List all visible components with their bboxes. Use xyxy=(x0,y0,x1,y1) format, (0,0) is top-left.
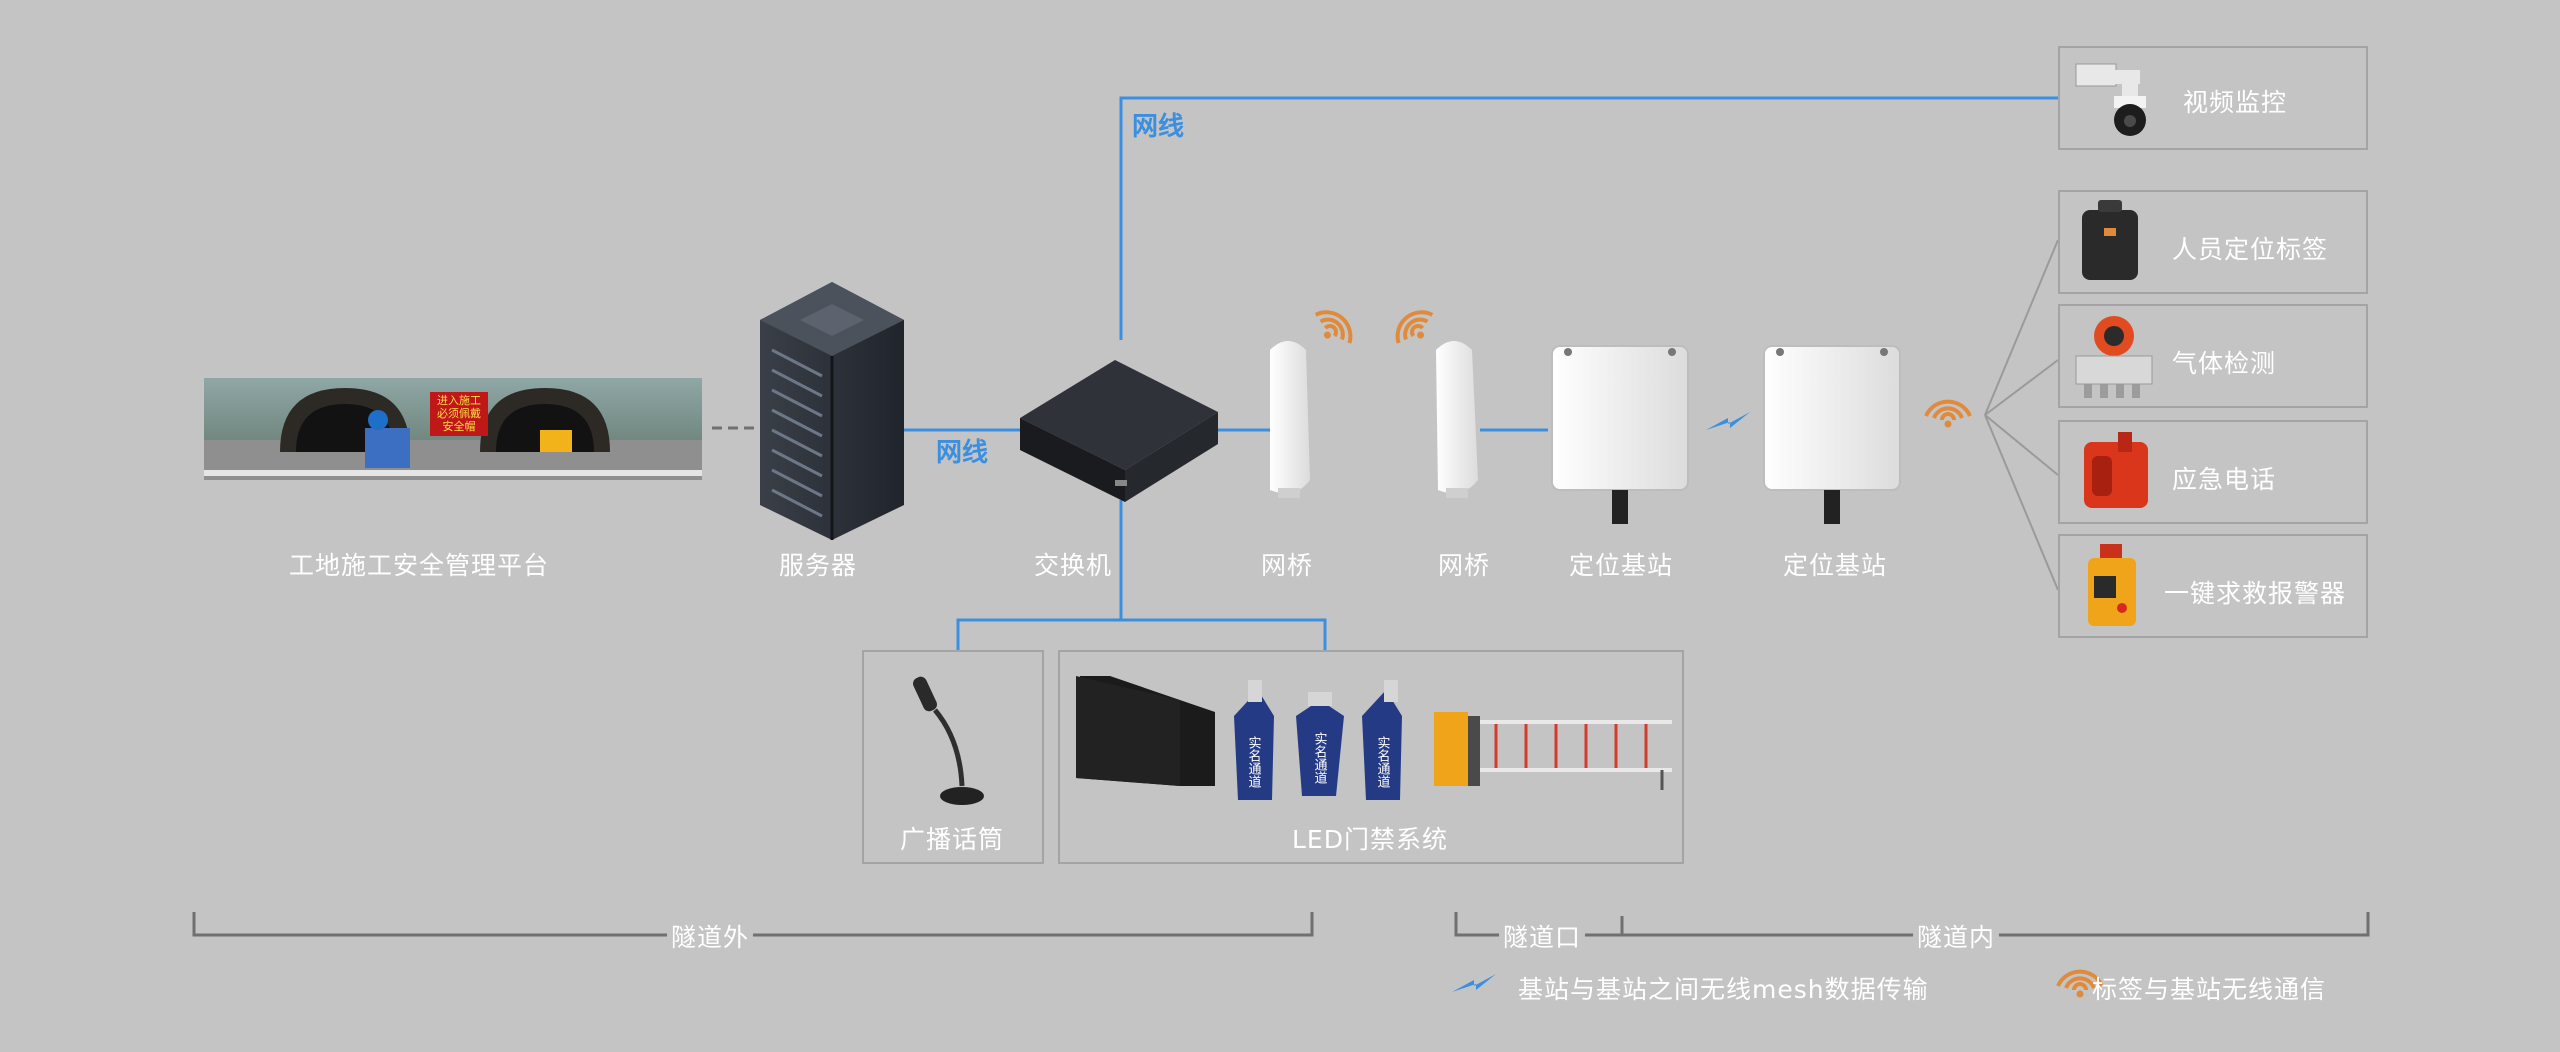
wifi-signal-icon xyxy=(1924,399,1972,430)
location-tag-label: 人员定位标签 xyxy=(2172,235,2329,264)
wifi-signal-icon xyxy=(1306,301,1361,354)
network-lines xyxy=(902,96,2058,650)
base-station-icon-1 xyxy=(1551,345,1689,524)
video-surveillance-label: 视频监控 xyxy=(2183,88,2288,117)
barrier-gate-icon xyxy=(1434,712,1672,790)
base-station-icon-2 xyxy=(1763,345,1901,524)
turnstile-1-text: 实名通道 xyxy=(1246,736,1262,788)
switch-label: 交换机 xyxy=(1033,551,1113,580)
server-tower-icon xyxy=(760,282,904,540)
turnstile-icon-3: 实名通道 xyxy=(1362,680,1402,800)
emergency-phone-label: 应急电话 xyxy=(2172,465,2277,494)
lightning-icon xyxy=(1452,974,1496,992)
legend-mesh-label: 基站与基站之间无线mesh数据传输 xyxy=(1518,975,1929,1004)
platform-sign: 进入施工 必须佩戴 安全帽 xyxy=(431,394,487,433)
turnstile-3-text: 实名通道 xyxy=(1375,736,1391,788)
zone-inside-label: 隧道内 xyxy=(1912,918,2000,954)
bridge-label-1: 网桥 xyxy=(1260,551,1314,580)
sos-alarm-icon xyxy=(2088,544,2136,626)
gas-detection-box xyxy=(2058,304,2368,408)
speed-dome-camera-icon xyxy=(2075,63,2146,136)
bridge-label-2: 网桥 xyxy=(1437,551,1491,580)
platform-sign-line-2: 必须佩戴 xyxy=(437,407,481,420)
zone-outside-label: 隧道外 xyxy=(666,918,754,954)
emergency-phone-icon xyxy=(2084,432,2148,508)
emergency-phone-box xyxy=(2058,420,2368,524)
wifi-signal-icon xyxy=(1387,301,1442,354)
switch-icon xyxy=(1020,360,1218,502)
zone-entrance-label: 隧道口 xyxy=(1498,918,1586,954)
led-access-box xyxy=(1058,650,1684,864)
legend-tag-comm-label: 标签与基站无线通信 xyxy=(2092,975,2327,1004)
zone-brackets xyxy=(192,912,2370,937)
bridge-icon-1 xyxy=(1270,341,1310,498)
fan-lines xyxy=(1984,239,2059,591)
sos-alarm-box xyxy=(2058,534,2368,638)
sos-alarm-label: 一键求救报警器 xyxy=(2164,579,2347,608)
turnstile-icon-2: 实名通道 xyxy=(1296,692,1344,796)
platform-photo xyxy=(204,378,702,480)
lightning-icon xyxy=(1706,412,1750,430)
broadcast-mic-box xyxy=(862,650,1044,864)
broadcast-mic-label: 广播话筒 xyxy=(899,825,1005,854)
platform-label: 工地施工安全管理平台 xyxy=(288,551,550,580)
gas-detector-icon xyxy=(2075,316,2153,398)
led-screen-icon xyxy=(1076,676,1215,786)
platform-sign-line-3: 安全帽 xyxy=(442,420,476,433)
gas-detection-label: 气体检测 xyxy=(2172,349,2277,378)
platform-sign-line-1: 进入施工 xyxy=(437,394,481,407)
led-access-label: LED门禁系统 xyxy=(1292,825,1448,854)
turnstile-2-text: 实名通道 xyxy=(1312,732,1328,784)
location-tag-box xyxy=(2058,190,2368,294)
server-label: 服务器 xyxy=(778,551,858,580)
microphone-icon xyxy=(913,676,984,805)
bridge-icon-2 xyxy=(1436,341,1478,498)
base-station-label-2: 定位基站 xyxy=(1782,551,1888,580)
network-cable-label-switch: 网线 xyxy=(936,438,989,468)
network-cable-label-top: 网线 xyxy=(1132,112,1185,142)
base-station-label-1: 定位基站 xyxy=(1568,551,1674,580)
video-surveillance-box xyxy=(2058,46,2368,150)
location-tag-icon xyxy=(2082,200,2138,280)
turnstile-icon-1: 实名通道 xyxy=(1234,680,1274,800)
